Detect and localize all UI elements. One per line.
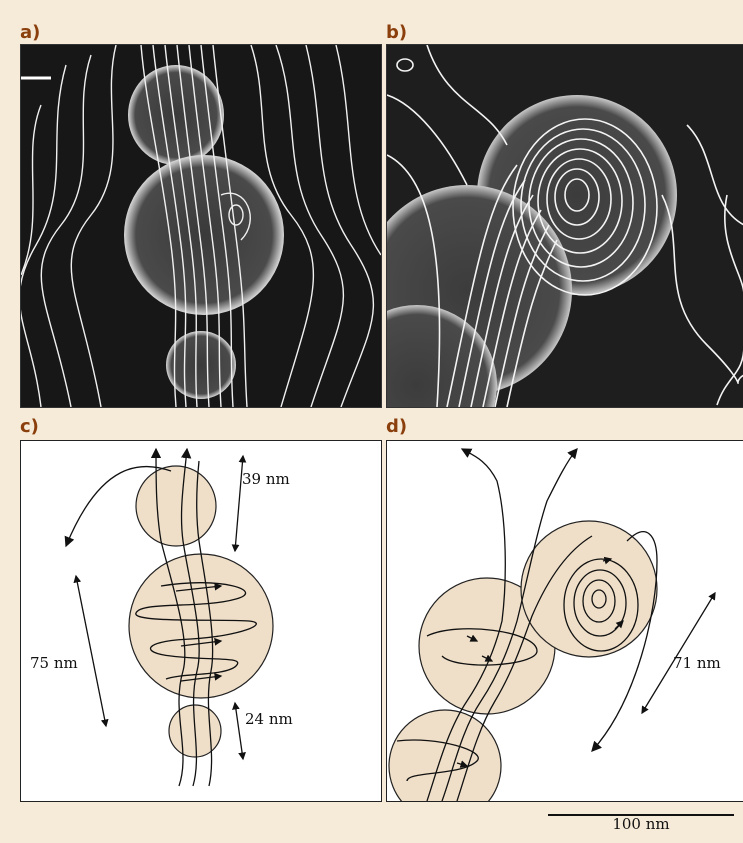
panel-a-contours: [21, 45, 381, 407]
sphere-upper-right: [521, 521, 657, 657]
panel-label-b: b): [386, 22, 407, 43]
scale-bar-label: 100 nm: [548, 815, 734, 833]
panel-b-micrograph: [386, 44, 743, 408]
panel-label-d: d): [386, 416, 407, 437]
panel-d-schematic: 71 nm: [386, 440, 743, 802]
panel-a-micrograph: [20, 44, 382, 408]
panel-label-c: c): [20, 416, 39, 437]
sphere-small-top: [136, 466, 216, 546]
dim-label-75nm: 75 nm: [30, 654, 78, 672]
dim-label-71nm: 71 nm: [673, 654, 721, 672]
dim-label-39nm: 39 nm: [242, 470, 290, 488]
panel-c-drawing: 39 nm 75 nm 24 nm: [21, 441, 381, 801]
particle-top: [128, 65, 224, 165]
panel-c-schematic: 39 nm 75 nm 24 nm: [20, 440, 382, 802]
panel-b-contours: [387, 45, 743, 407]
panel-label-a: a): [20, 22, 40, 43]
panel-d-drawing: 71 nm: [387, 441, 743, 801]
dim-label-24nm: 24 nm: [245, 710, 293, 728]
sphere-large: [129, 554, 273, 698]
particle-bottom: [166, 331, 236, 399]
